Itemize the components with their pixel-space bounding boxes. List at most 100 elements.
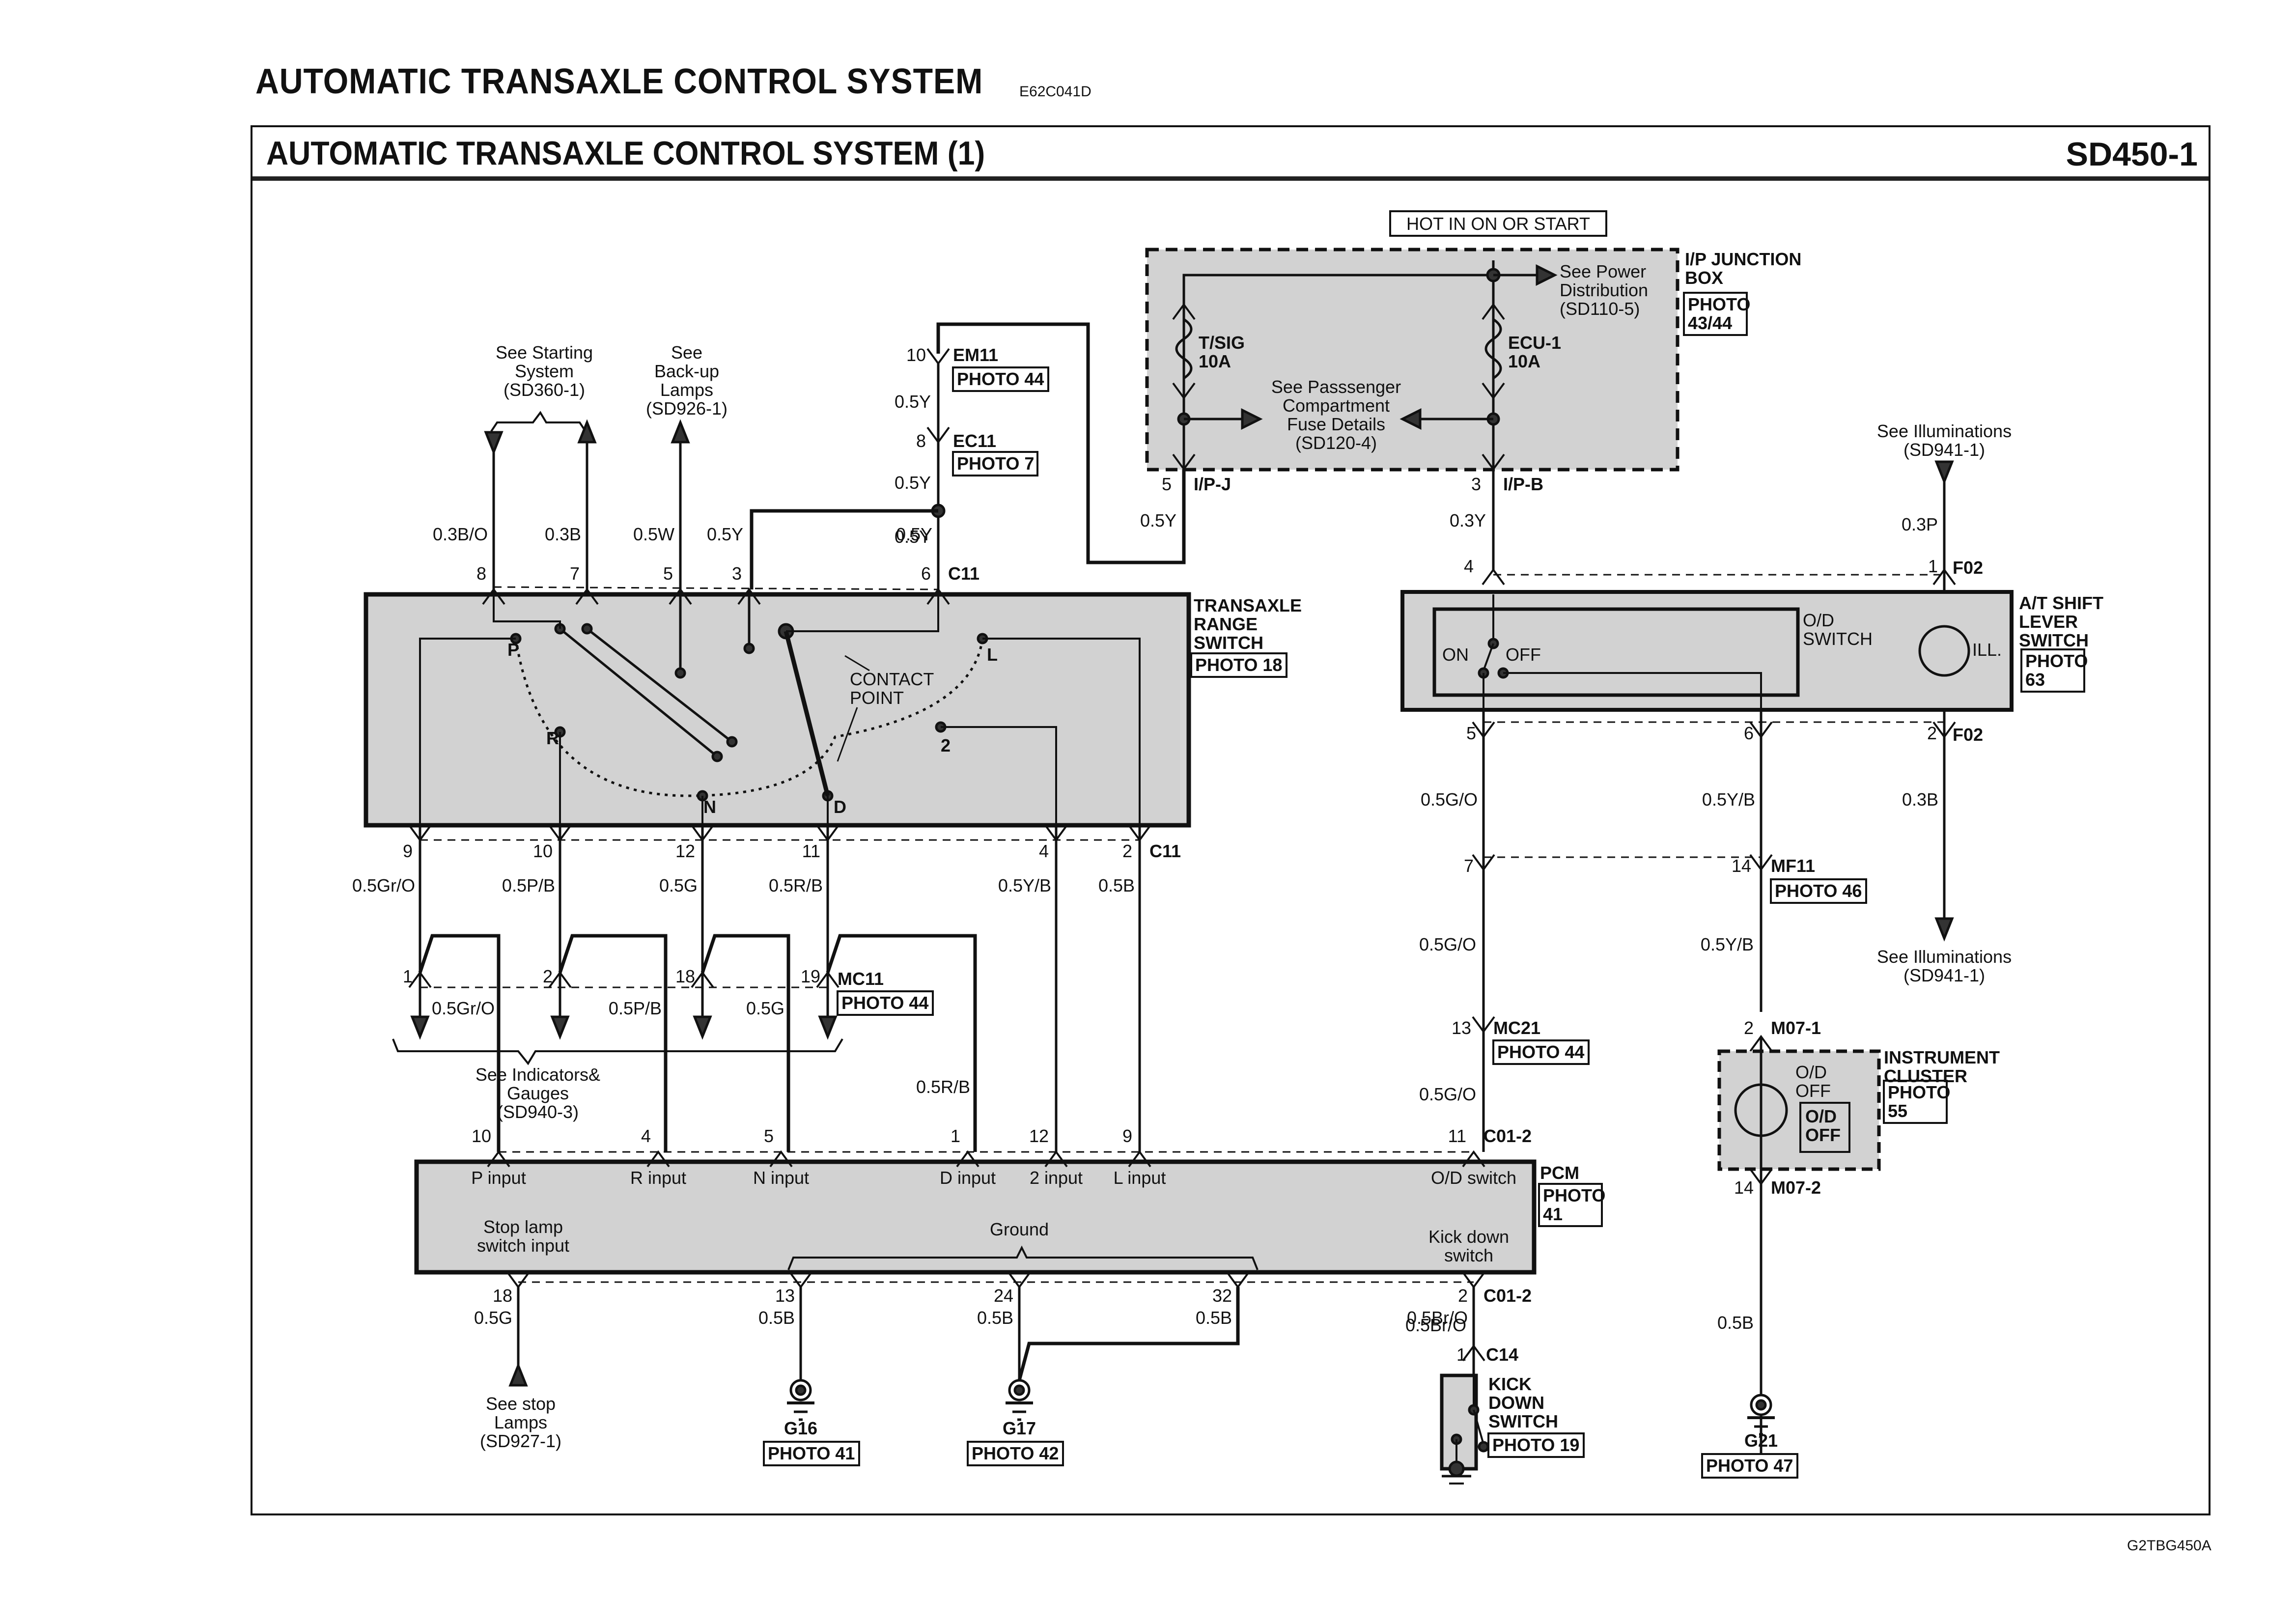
wire-color-label: 0.5B xyxy=(1098,875,1135,896)
od-off-label: OFF xyxy=(1506,644,1541,665)
m07-2-connector-chevron xyxy=(1749,1168,1773,1186)
ground-g21-photo-box xyxy=(1701,1453,1798,1479)
junction-box-label: BOX xyxy=(1685,268,1723,288)
shift-lever-label: SWITCH xyxy=(2019,630,2089,650)
pcm-pin-number: 4 xyxy=(641,1126,651,1146)
ground-g16-photo-box xyxy=(763,1441,860,1466)
od-off-indicator-label: O/D xyxy=(1805,1106,1837,1126)
c11-connector-chevron xyxy=(737,588,761,605)
see-passenger-fuse-ref: (SD120-4) xyxy=(1295,433,1377,453)
see-backup-lamps-ref: (SD926-1) xyxy=(646,398,728,419)
range-switch-label: SWITCH xyxy=(1194,633,1263,653)
od-off-lamp-label: O/D xyxy=(1795,1062,1827,1082)
em11-photo: PHOTO 44 xyxy=(957,369,1044,389)
ec11-name: EC11 xyxy=(953,431,996,451)
od-switch-label: O/D xyxy=(1803,610,1834,630)
position-label-L: L xyxy=(987,644,998,665)
see-stop-lamps-ref: See stop xyxy=(486,1394,556,1414)
mc21-photo-box xyxy=(1492,1039,1590,1065)
c11-connector-name: C11 xyxy=(1149,841,1181,861)
instrument-cluster-photo: 55 xyxy=(1888,1101,1907,1121)
arrow-down-icon xyxy=(550,1015,570,1040)
page-code: SD450-1 xyxy=(2066,136,2198,173)
pcm-input-label-d-input: D input xyxy=(940,1168,996,1188)
wire-label: 0.5Y xyxy=(895,473,931,493)
ground-brace xyxy=(787,1245,1259,1270)
range-link xyxy=(559,628,718,757)
wire-color-label: 0.5B xyxy=(758,1308,795,1328)
c01-2-connector-chevron xyxy=(1462,1150,1485,1168)
detent-arc xyxy=(514,638,984,797)
mc11-splice xyxy=(700,934,790,1152)
ipj-name: I/P-J xyxy=(1194,474,1231,494)
arrow-down-icon xyxy=(484,431,504,455)
c11-connector-name: C11 xyxy=(948,563,980,584)
kick-down-switch-label: switch xyxy=(1444,1245,1493,1265)
position-label-P: P xyxy=(507,640,519,660)
wire-color-label: 0.5G xyxy=(746,998,784,1018)
mc11-pin-number: 18 xyxy=(675,966,695,986)
od-off-indicator-box xyxy=(1799,1102,1850,1153)
internal-wire xyxy=(786,594,939,632)
see-backup-lamps-ref: See xyxy=(671,342,702,363)
illumination-bulb-icon xyxy=(1918,625,1970,677)
junction-dot xyxy=(711,751,723,762)
c11-pin-number: 10 xyxy=(533,841,553,861)
wire-color-label: 0.5Y/B xyxy=(998,875,1051,896)
arrow-down-icon xyxy=(1934,460,1954,485)
wire-color-label: 0.5Gr/O xyxy=(352,875,415,896)
od-off-lamp-icon xyxy=(1734,1083,1788,1137)
pin-number: 2 xyxy=(1927,723,1937,743)
junction-box-label: I/P JUNCTION xyxy=(1685,249,1801,269)
wire-color-label: 0.5Gr/O xyxy=(432,998,495,1018)
yellow-feed-wire xyxy=(936,322,1186,564)
od-off-route xyxy=(1503,672,1762,710)
see-power-distribution-ref: Distribution xyxy=(1560,280,1648,300)
internal-wire xyxy=(493,594,561,629)
pcm-pin-number: 11 xyxy=(1448,1126,1466,1146)
wire-color-label: 0.5G xyxy=(474,1308,512,1328)
wire-color-label: 0.5Y xyxy=(707,524,743,544)
mc11-photo-box xyxy=(837,990,934,1016)
tsig-feed xyxy=(1182,274,1493,469)
od-off-lamp-label: OFF xyxy=(1795,1081,1831,1101)
pcm-input-label-r-input: R input xyxy=(630,1168,686,1188)
kickdown-arm xyxy=(1473,1409,1484,1445)
pcm-pin-number: 10 xyxy=(472,1126,491,1146)
mc11-splice xyxy=(558,934,668,1152)
ec11-photo-box xyxy=(952,451,1038,476)
wire-color-label: 0.3B/O xyxy=(433,524,488,544)
od-switch-label: SWITCH xyxy=(1803,629,1873,649)
junction-dot xyxy=(726,736,738,748)
stop-lamp-switch-input-label: Stop lamp xyxy=(483,1217,563,1237)
mc11-name: MC11 xyxy=(838,969,884,989)
ipb-pin: 3 xyxy=(1471,474,1481,494)
ground-g17-label: G17 xyxy=(1003,1418,1036,1438)
mf11-name: MF11 xyxy=(1771,856,1815,876)
diagram-frame: AUTOMATIC TRANSAXLE CONTROL SYSTEM (1) S… xyxy=(251,125,2211,1515)
transaxle-range-switch xyxy=(364,592,1191,828)
mc11-pin-number: 2 xyxy=(543,966,553,986)
kick-down-photo: PHOTO 19 xyxy=(1492,1435,1579,1455)
shift-lever-photo: PHOTO xyxy=(2025,651,2088,671)
see-starting-system-ref: System xyxy=(515,361,574,381)
contact-point-pointer xyxy=(837,707,858,762)
pcm-pin-number: 12 xyxy=(1029,1126,1049,1146)
wire-color-label: 0.5R/B xyxy=(769,875,823,896)
c11-pin-number: 7 xyxy=(570,563,580,584)
pin-number: 7 xyxy=(1464,856,1474,876)
wire-color-label: 0.5R/B xyxy=(916,1077,970,1097)
pcm-pin-number: 32 xyxy=(1212,1286,1232,1306)
instrument-cluster-label: CLUSTER xyxy=(1884,1066,1967,1086)
pin-number: 14 xyxy=(1732,856,1751,876)
position-label-D: D xyxy=(834,797,846,817)
wire-color-label: 0.5G xyxy=(659,875,698,896)
pcm-pin-number: 5 xyxy=(764,1126,774,1146)
frame-header: AUTOMATIC TRANSAXLE CONTROL SYSTEM (1) S… xyxy=(252,127,2209,181)
contact-arm xyxy=(784,630,830,797)
mc11-splice xyxy=(418,934,501,1152)
range-switch-photo: PHOTO 18 xyxy=(1195,655,1282,675)
ecu-fuse-icon xyxy=(1484,318,1502,380)
arrow-right-icon xyxy=(1536,264,1558,286)
frame-title: AUTOMATIC TRANSAXLE CONTROL SYSTEM (1) xyxy=(266,135,985,172)
